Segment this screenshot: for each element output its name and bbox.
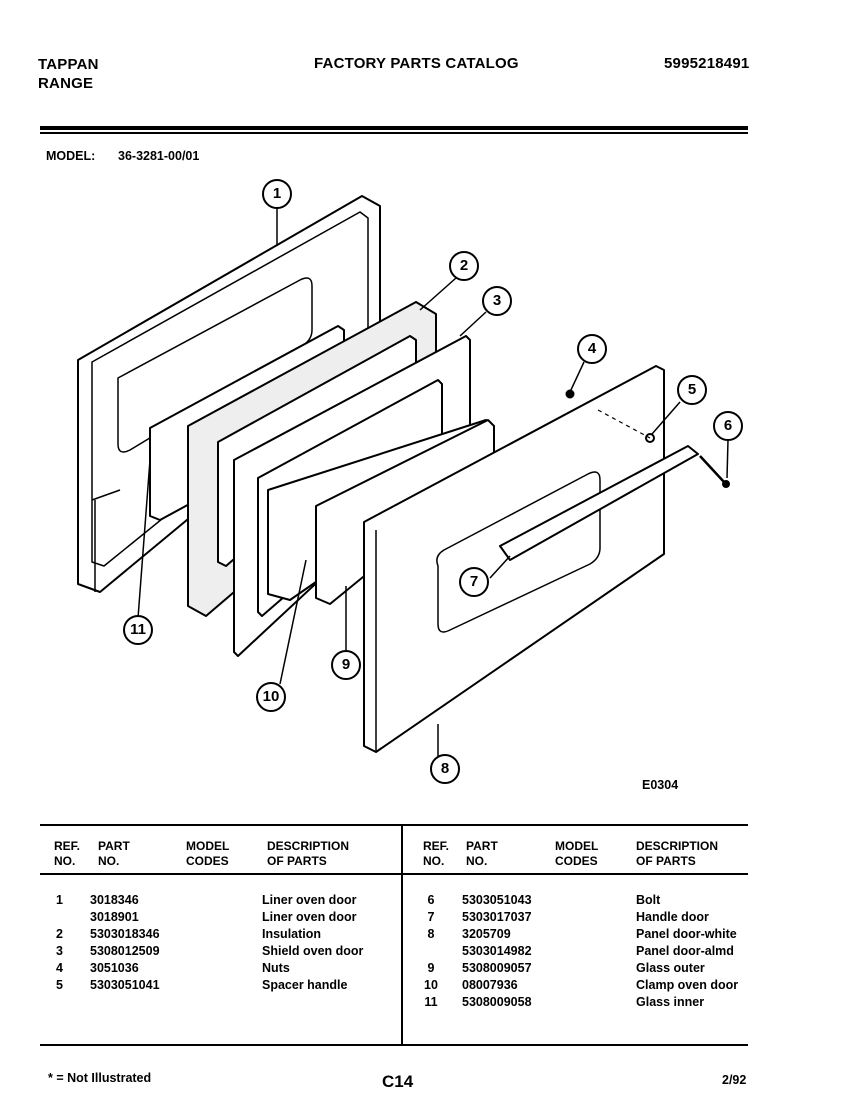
header-rule-thin	[40, 132, 748, 134]
right-desc-column: Bolt Handle door Panel door-white Panel …	[636, 892, 738, 1011]
table-cell: 3018346	[90, 893, 139, 907]
table-cell: 5303017037	[462, 910, 532, 924]
callout-label-8: 8	[440, 760, 450, 777]
table-bottom-rule	[40, 1044, 748, 1046]
callout-label-7: 7	[469, 573, 479, 590]
callout-2	[449, 251, 479, 281]
header-ref: REF.NO.	[54, 839, 81, 868]
table-cell: 5308009057	[462, 961, 532, 975]
table-cell: Handle door	[636, 910, 709, 924]
table-cell: 7	[427, 910, 435, 924]
catalog-title: FACTORY PARTS CATALOG	[314, 55, 519, 72]
table-cell: 11	[424, 995, 438, 1009]
callout-5	[677, 375, 707, 405]
table-cell: 5	[56, 978, 63, 992]
callout-label-6: 6	[723, 417, 733, 434]
footnote: * = Not Illustrated	[48, 1071, 152, 1085]
table-cell: Panel door-white	[636, 927, 737, 941]
callout-label-4: 4	[587, 340, 597, 357]
table-cell: 5303014982	[462, 944, 532, 958]
table-cell	[56, 909, 63, 926]
table-cell: 4	[56, 961, 63, 975]
table-cell: Nuts	[262, 961, 290, 975]
catalog-number: 5995218491	[664, 55, 750, 72]
table-top-rule	[40, 824, 748, 826]
callout-label-11: 11	[130, 621, 146, 638]
table-cell: 9	[427, 961, 435, 975]
table-cell: 3051036	[90, 961, 139, 975]
table-cell: Spacer handle	[262, 978, 348, 992]
callout-10	[256, 682, 286, 712]
page-number: C14	[382, 1072, 414, 1091]
table-cell: Liner oven door	[262, 910, 357, 924]
table-cell: Glass inner	[636, 995, 705, 1009]
table-cell: 5308009058	[462, 995, 532, 1009]
table-cell: Clamp oven door	[636, 978, 739, 992]
callout-6	[713, 411, 743, 441]
table-cell: 2	[56, 927, 63, 941]
callout-label-2: 2	[459, 257, 469, 274]
left-part-column: 3018346 3018901 5303018346 5308012509 30…	[90, 892, 160, 994]
callout-4	[577, 334, 607, 364]
callout-11	[123, 615, 153, 645]
table-cell: Liner oven door	[262, 893, 357, 907]
left-desc-column: Liner oven door Liner oven door Insulati…	[262, 892, 363, 994]
table-cell: 1	[56, 893, 63, 907]
callout-label-3: 3	[492, 292, 502, 309]
callout-3	[482, 286, 512, 316]
callout-label-5: 5	[687, 381, 697, 398]
table-cell: 3018901	[90, 910, 139, 924]
callout-label-9: 9	[341, 656, 351, 673]
table-cell: 5303051041	[90, 978, 160, 992]
table-header-rule	[40, 873, 748, 875]
brand-name: TAPPAN	[38, 56, 99, 73]
revision-date: 2/92	[722, 1073, 747, 1087]
table-cell: 5308012509	[90, 944, 160, 958]
table-divider	[401, 826, 403, 1044]
table-cell: Glass outer	[636, 961, 705, 975]
model-label: MODEL:	[46, 149, 96, 163]
model-number: 36-3281-00/01	[118, 149, 200, 163]
callout-8	[430, 754, 460, 784]
product-type: RANGE	[38, 75, 94, 92]
table-cell: Panel door-almd	[636, 944, 734, 958]
exploded-door-diagram	[77, 179, 743, 784]
table-cell: Insulation	[262, 927, 322, 941]
table-cell: 3205709	[462, 927, 511, 941]
table-cell: Shield oven door	[262, 944, 364, 958]
table-cell: 5303051043	[462, 893, 532, 907]
callout-1	[262, 179, 292, 209]
table-cell: 10	[424, 978, 438, 992]
table-cell	[420, 943, 442, 960]
diagram-code: E0304	[642, 778, 679, 792]
table-cell: 8	[427, 927, 435, 941]
table-cell: 08007936	[462, 978, 518, 992]
table-cell: 6	[427, 893, 435, 907]
table-cell: Bolt	[636, 893, 661, 907]
brand-block: TAPPAN RANGE	[38, 55, 99, 93]
callout-7	[459, 567, 489, 597]
table-cell: 5303018346	[90, 927, 160, 941]
callout-label-10: 10	[262, 688, 280, 705]
left-ref-column: 1 2 3 4 5	[56, 892, 63, 994]
callout-label-1: 1	[272, 185, 282, 202]
right-ref-column: 6 7 8 9 10 11	[420, 892, 442, 1011]
table-cell: 3	[56, 944, 63, 958]
header-rule	[40, 126, 748, 130]
right-part-column: 5303051043 5303017037 3205709 5303014982…	[462, 892, 532, 1011]
header-ref-right: REF.NO.	[423, 839, 450, 868]
callout-9	[331, 650, 361, 680]
